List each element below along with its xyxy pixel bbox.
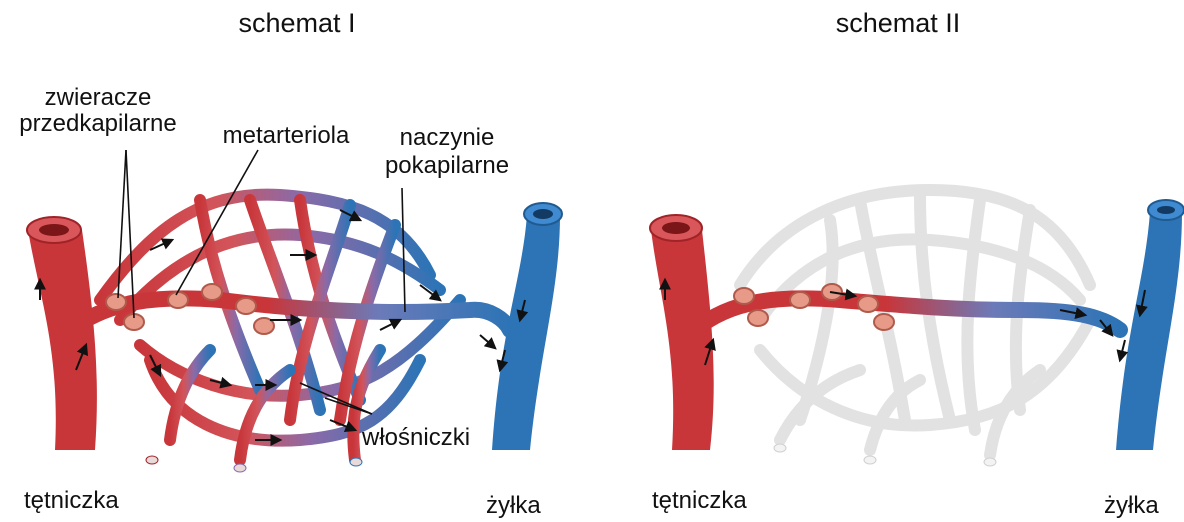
schema-1-network (27, 150, 562, 472)
label-sphincters-line2: przedkapilarne (19, 110, 176, 137)
label-arteriole-2: tętniczka (652, 487, 747, 514)
capillary-mesh-1 (100, 195, 460, 460)
capillary-mesh-2 (740, 190, 1090, 455)
label-sphincters-line1: zwieracze (45, 84, 152, 111)
label-arteriole-1: tętniczka (24, 487, 119, 514)
label-postcapillary-line2: pokapilarne (385, 152, 509, 179)
label-venule-1: żyłka (486, 492, 541, 519)
venule-1 (492, 215, 560, 450)
label-postcapillary-line1: naczynie (400, 124, 495, 151)
arteriole-1 (28, 230, 97, 450)
flow-arrows-1 (40, 210, 525, 440)
label-capillaries: włośniczki (362, 424, 470, 451)
schema-2-network (650, 190, 1184, 466)
arteriole-2 (651, 230, 714, 450)
label-venule-2: żyłka (1104, 492, 1159, 519)
label-metarteriole: metarteriola (223, 122, 350, 149)
